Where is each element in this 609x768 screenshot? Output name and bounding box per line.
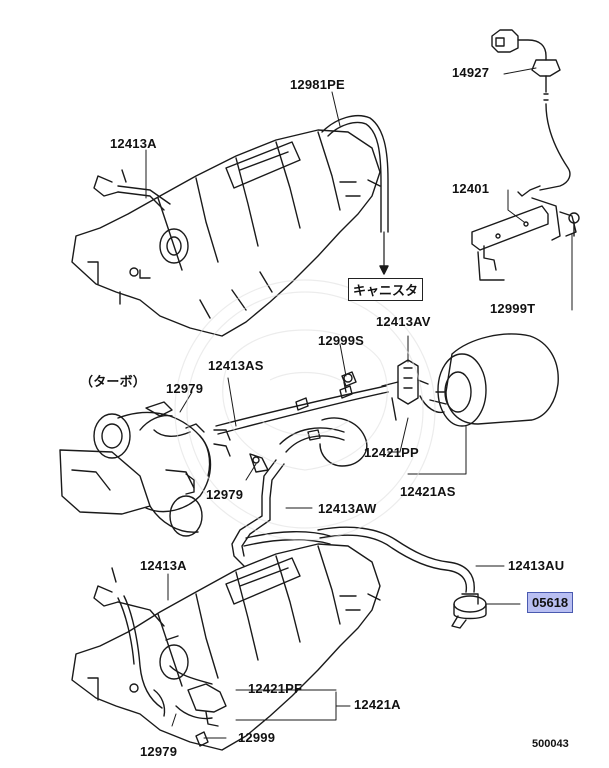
part-label-12999[interactable]: 12999 — [238, 730, 276, 745]
turbo-note: （ターボ） — [80, 374, 147, 389]
part-label-12421AS[interactable]: 12421AS — [400, 484, 456, 499]
part-label-05618-highlighted[interactable]: 05618 — [527, 592, 574, 613]
canister — [419, 333, 559, 427]
part-label-12413A-top[interactable]: 12413A — [110, 136, 157, 151]
valve-12413AV — [381, 359, 429, 421]
diagram-number: 500043 — [532, 738, 569, 750]
part-label-14927[interactable]: 14927 — [452, 65, 490, 80]
part-label-12979-b[interactable]: 12979 — [206, 487, 244, 502]
hose-12981PE — [321, 114, 389, 275]
pressure-sensor-14927 — [491, 29, 571, 197]
hose-12413AW — [231, 417, 368, 567]
bracket-12401 — [471, 197, 580, 281]
hose-12413AU — [317, 526, 475, 593]
intake-manifold-bottom — [71, 531, 381, 751]
turbocharger — [59, 401, 231, 537]
hose-12413AS — [215, 373, 389, 435]
part-label-12999S[interactable]: 12999S — [318, 333, 365, 348]
part-label-12413A-bottom[interactable]: 12413A — [140, 558, 187, 573]
watermark-seal — [174, 279, 436, 541]
part-label-12421PP[interactable]: 12421PP — [364, 445, 419, 460]
part-label-12979-c[interactable]: 12979 — [140, 744, 178, 759]
intake-manifold-top — [71, 129, 381, 337]
bolt-12999S — [341, 371, 357, 387]
part-label-12979-a[interactable]: 12979 — [166, 381, 204, 396]
part-label-12413AV[interactable]: 12413AV — [376, 314, 431, 329]
part-label-12413AS[interactable]: 12413AS — [208, 358, 264, 373]
part-label-12421A[interactable]: 12421A — [354, 697, 401, 712]
canister-label: キャニスタ — [348, 278, 424, 301]
part-label-12981PE[interactable]: 12981PE — [290, 77, 345, 92]
part-label-12999T[interactable]: 12999T — [490, 301, 536, 316]
part-label-12413AW[interactable]: 12413AW — [318, 501, 377, 516]
part-label-12421PF[interactable]: 12421PF — [248, 681, 303, 696]
leader-lines — [145, 67, 573, 739]
valve-05618 — [451, 593, 487, 629]
bolt-12999 — [195, 731, 209, 747]
part-label-12401[interactable]: 12401 — [452, 181, 490, 196]
part-label-12413AU[interactable]: 12413AU — [508, 558, 565, 573]
